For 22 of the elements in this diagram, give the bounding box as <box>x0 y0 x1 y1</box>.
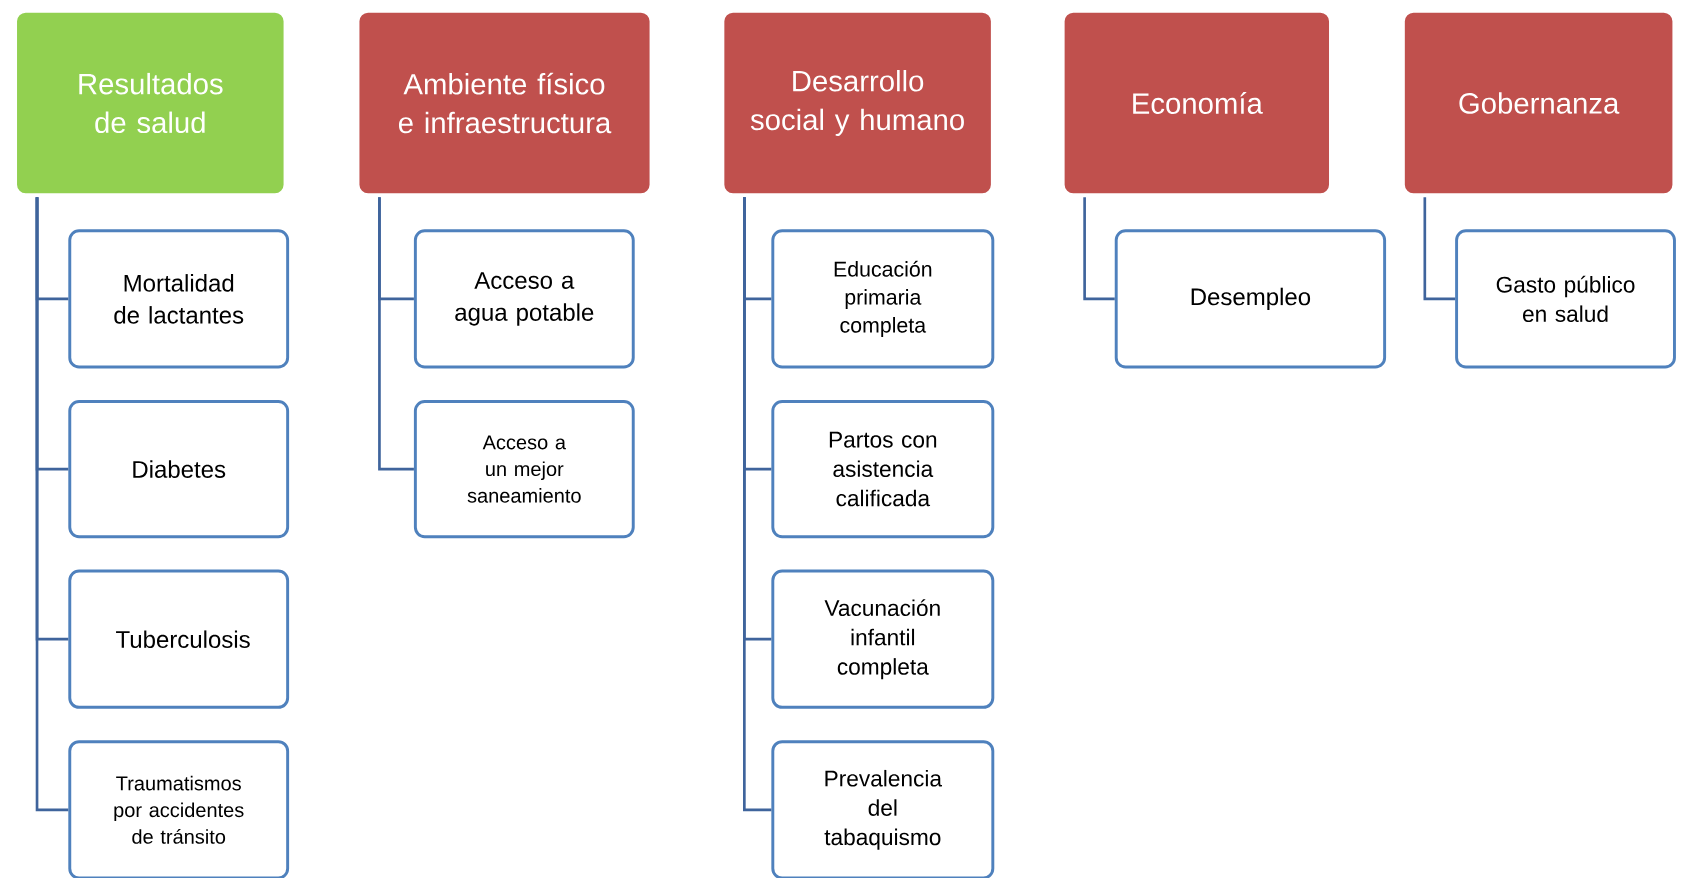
category-box: Ambiente físico e infraestructura <box>355 8 654 198</box>
indicator-box: Diabetes <box>68 400 290 539</box>
category-box: Economía <box>1060 8 1333 198</box>
indicator-box: Partos con asistencia calificada <box>771 400 995 539</box>
category-box: Desarrollo social y humano <box>720 8 995 198</box>
indicator-box: Desempleo <box>1114 229 1387 369</box>
indicator-box: Traumatismos por accidentes de tránsito <box>68 740 290 878</box>
indicator-box: Mortalidad de lactantes <box>68 229 290 369</box>
connector <box>378 197 414 471</box>
indicator-box: Educación primaria completa <box>771 229 995 369</box>
connector <box>743 197 772 812</box>
category-box: Gobernanza <box>1400 8 1677 198</box>
indicator-box: Tuberculosis <box>68 569 290 709</box>
connector <box>1083 197 1115 301</box>
indicator-box: Acceso a un mejor saneamiento <box>413 400 635 539</box>
connector <box>1423 197 1456 301</box>
indicator-box: Prevalencia del tabaquismo <box>771 740 995 878</box>
indicator-box: Gasto público en salud <box>1455 229 1676 369</box>
indicator-box: Vacunación infantil completa <box>771 569 995 709</box>
connector <box>35 197 69 812</box>
indicator-box: Acceso a agua potable <box>413 229 635 369</box>
category-box: Resultados de salud <box>13 8 288 198</box>
